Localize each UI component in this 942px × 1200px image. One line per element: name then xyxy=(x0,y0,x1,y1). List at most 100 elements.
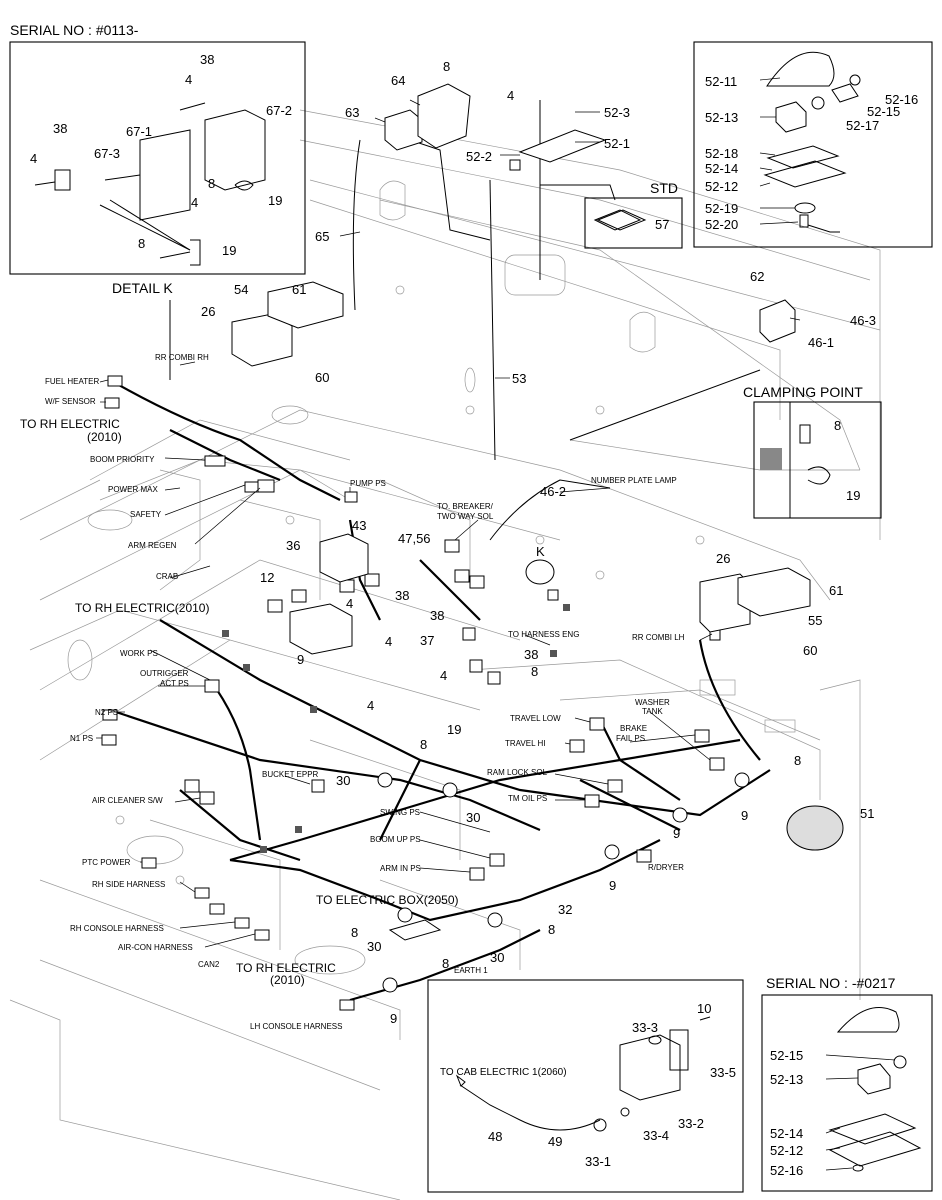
label-to-rh-electric-a2: (2010) xyxy=(87,430,122,444)
callout-52-2: 52-2 xyxy=(466,149,492,164)
label-brake: BRAKE xyxy=(620,724,647,733)
callout-k: K xyxy=(536,544,545,559)
label-wf-sensor: W/F SENSOR xyxy=(45,397,96,406)
part-8b: 8 xyxy=(138,236,145,251)
label-tm-oil-ps: TM OIL PS xyxy=(508,794,547,803)
label-air-con-harness: AIR-CON HARNESS xyxy=(118,943,193,952)
label-act-ps: ACT PS xyxy=(160,679,189,688)
callout-9b: 9 xyxy=(673,826,680,841)
label-n2-ps: N2 PS xyxy=(95,708,118,717)
callout-61b: 61 xyxy=(829,583,843,598)
callout-4e: 4 xyxy=(367,698,374,713)
callout-8f: 8 xyxy=(351,925,358,940)
callout-60: 60 xyxy=(315,370,329,385)
cab-part-33-1: 33-1 xyxy=(585,1154,611,1169)
callout-52-3: 52-3 xyxy=(604,105,630,120)
part-52-17: 52-17 xyxy=(846,118,879,133)
part-52-15: 52-15 xyxy=(867,104,900,119)
label-rr-combi-lh: RR COMBI LH xyxy=(632,633,685,642)
label-bucket-eppr: BUCKET EPPR xyxy=(262,770,319,779)
br-part-52-13: 52-13 xyxy=(770,1072,803,1087)
callout-64: 64 xyxy=(391,73,405,88)
cab-part-48: 48 xyxy=(488,1129,502,1144)
label-n1-ps: N1 PS xyxy=(70,734,93,743)
label-tank: TANK xyxy=(642,707,663,716)
part-4a: 4 xyxy=(185,72,192,87)
label-fail-ps: FAIL PS xyxy=(616,734,645,743)
callout-9d: 9 xyxy=(609,878,616,893)
leader-lines xyxy=(96,77,896,1171)
label-pump-ps: PUMP PS xyxy=(350,479,386,488)
label-number-plate-lamp: NUMBER PLATE LAMP xyxy=(591,476,677,485)
part-19a: 19 xyxy=(268,193,282,208)
inset-clamp: CLAMPING POINT 8 19 xyxy=(743,384,882,519)
inset-top-right: 52-11 52-16 52-15 52-13 52-17 52-18 52-1… xyxy=(693,41,933,248)
label-travel-hi: TRAVEL HI xyxy=(505,739,545,748)
part-38a: 38 xyxy=(200,52,214,67)
inset-title: SERIAL NO : #0113- xyxy=(10,22,139,38)
label-travel-low: TRAVEL LOW xyxy=(510,714,561,723)
inset-cab: TO CAB ELECTRIC 1(2060) 10 33-3 33-5 33-… xyxy=(427,979,744,1193)
label-earth1: EARTH 1 xyxy=(454,966,488,975)
callout-61: 61 xyxy=(292,282,306,297)
part-52-14: 52-14 xyxy=(705,161,738,176)
part-52-19: 52-19 xyxy=(705,201,738,216)
label-r-dryer: R/DRYER xyxy=(648,863,684,872)
inset-br-title: SERIAL NO : -#0217 xyxy=(766,975,896,991)
label-boom-up-ps: BOOM UP PS xyxy=(370,835,421,844)
std-title: STD xyxy=(650,180,678,196)
label-detail-k: DETAIL K xyxy=(112,280,173,296)
label-to-breaker: TO. BREAKER/ xyxy=(437,502,494,511)
connectors xyxy=(101,159,725,1011)
callout-43: 43 xyxy=(352,518,366,533)
callouts: 8 4 52-3 64 63 52-2 52-1 65 53 62 46-3 4… xyxy=(201,59,876,1026)
callout-38c: 38 xyxy=(524,647,538,662)
callout-36: 36 xyxy=(286,538,300,553)
part-8a: 8 xyxy=(208,176,215,191)
p-clamps xyxy=(297,622,750,993)
cab-part-33-5: 33-5 xyxy=(710,1065,736,1080)
part-19b: 19 xyxy=(222,243,236,258)
label-can2: CAN2 xyxy=(198,960,220,969)
label-arm-in-ps: ARM IN PS xyxy=(380,864,421,873)
label-safety: SAFETY xyxy=(130,510,162,519)
clamp-points xyxy=(222,604,570,853)
callout-38: 38 xyxy=(395,588,409,603)
callout-55: 55 xyxy=(808,613,822,628)
label-to-rh-electric-c2: (2010) xyxy=(270,973,305,987)
callout-30c: 30 xyxy=(367,939,381,954)
cab-title: TO CAB ELECTRIC 1(2060) xyxy=(440,1067,567,1078)
part-52-16: 52-16 xyxy=(885,92,918,107)
br-part-52-15: 52-15 xyxy=(770,1048,803,1063)
label-lh-console-harness: LH CONSOLE HARNESS xyxy=(250,1022,342,1031)
part-57: 57 xyxy=(655,217,669,232)
inset-std: STD 57 xyxy=(584,180,683,249)
callout-8e: 8 xyxy=(548,922,555,937)
callout-38b: 38 xyxy=(430,608,444,623)
callout-62: 62 xyxy=(750,269,764,284)
callout-51: 51 xyxy=(860,806,874,821)
cab-part-33-3: 33-3 xyxy=(632,1020,658,1035)
frame-structure xyxy=(9,109,881,1200)
label-arm-regen: ARM REGEN xyxy=(128,541,177,550)
callout-46-1: 46-1 xyxy=(808,335,834,350)
callout-52-1: 52-1 xyxy=(604,136,630,151)
part-67-2: 67-2 xyxy=(266,103,292,118)
callout-46-2: 46-2 xyxy=(540,484,566,499)
clamp-part-19: 19 xyxy=(846,488,860,503)
label-washer: WASHER xyxy=(635,698,670,707)
callout-4c: 4 xyxy=(385,634,392,649)
callout-8g: 8 xyxy=(442,956,449,971)
label-ram-lock-sol: RAM LOCK SOL xyxy=(487,768,548,777)
callout-54: 54 xyxy=(234,282,248,297)
inset-bottom-right: SERIAL NO : -#0217 52-15 52-13 52-14 52-… xyxy=(761,975,933,1192)
part-67-3: 67-3 xyxy=(94,146,120,161)
callout-4d: 4 xyxy=(440,668,447,683)
cab-part-33-2: 33-2 xyxy=(678,1116,704,1131)
callout-53: 53 xyxy=(512,371,526,386)
label-to-rh-electric-c: TO RH ELECTRIC xyxy=(236,961,336,975)
callout-9: 9 xyxy=(297,652,304,667)
part-52-11: 52-11 xyxy=(705,74,737,89)
callout-8b: 8 xyxy=(531,664,538,679)
